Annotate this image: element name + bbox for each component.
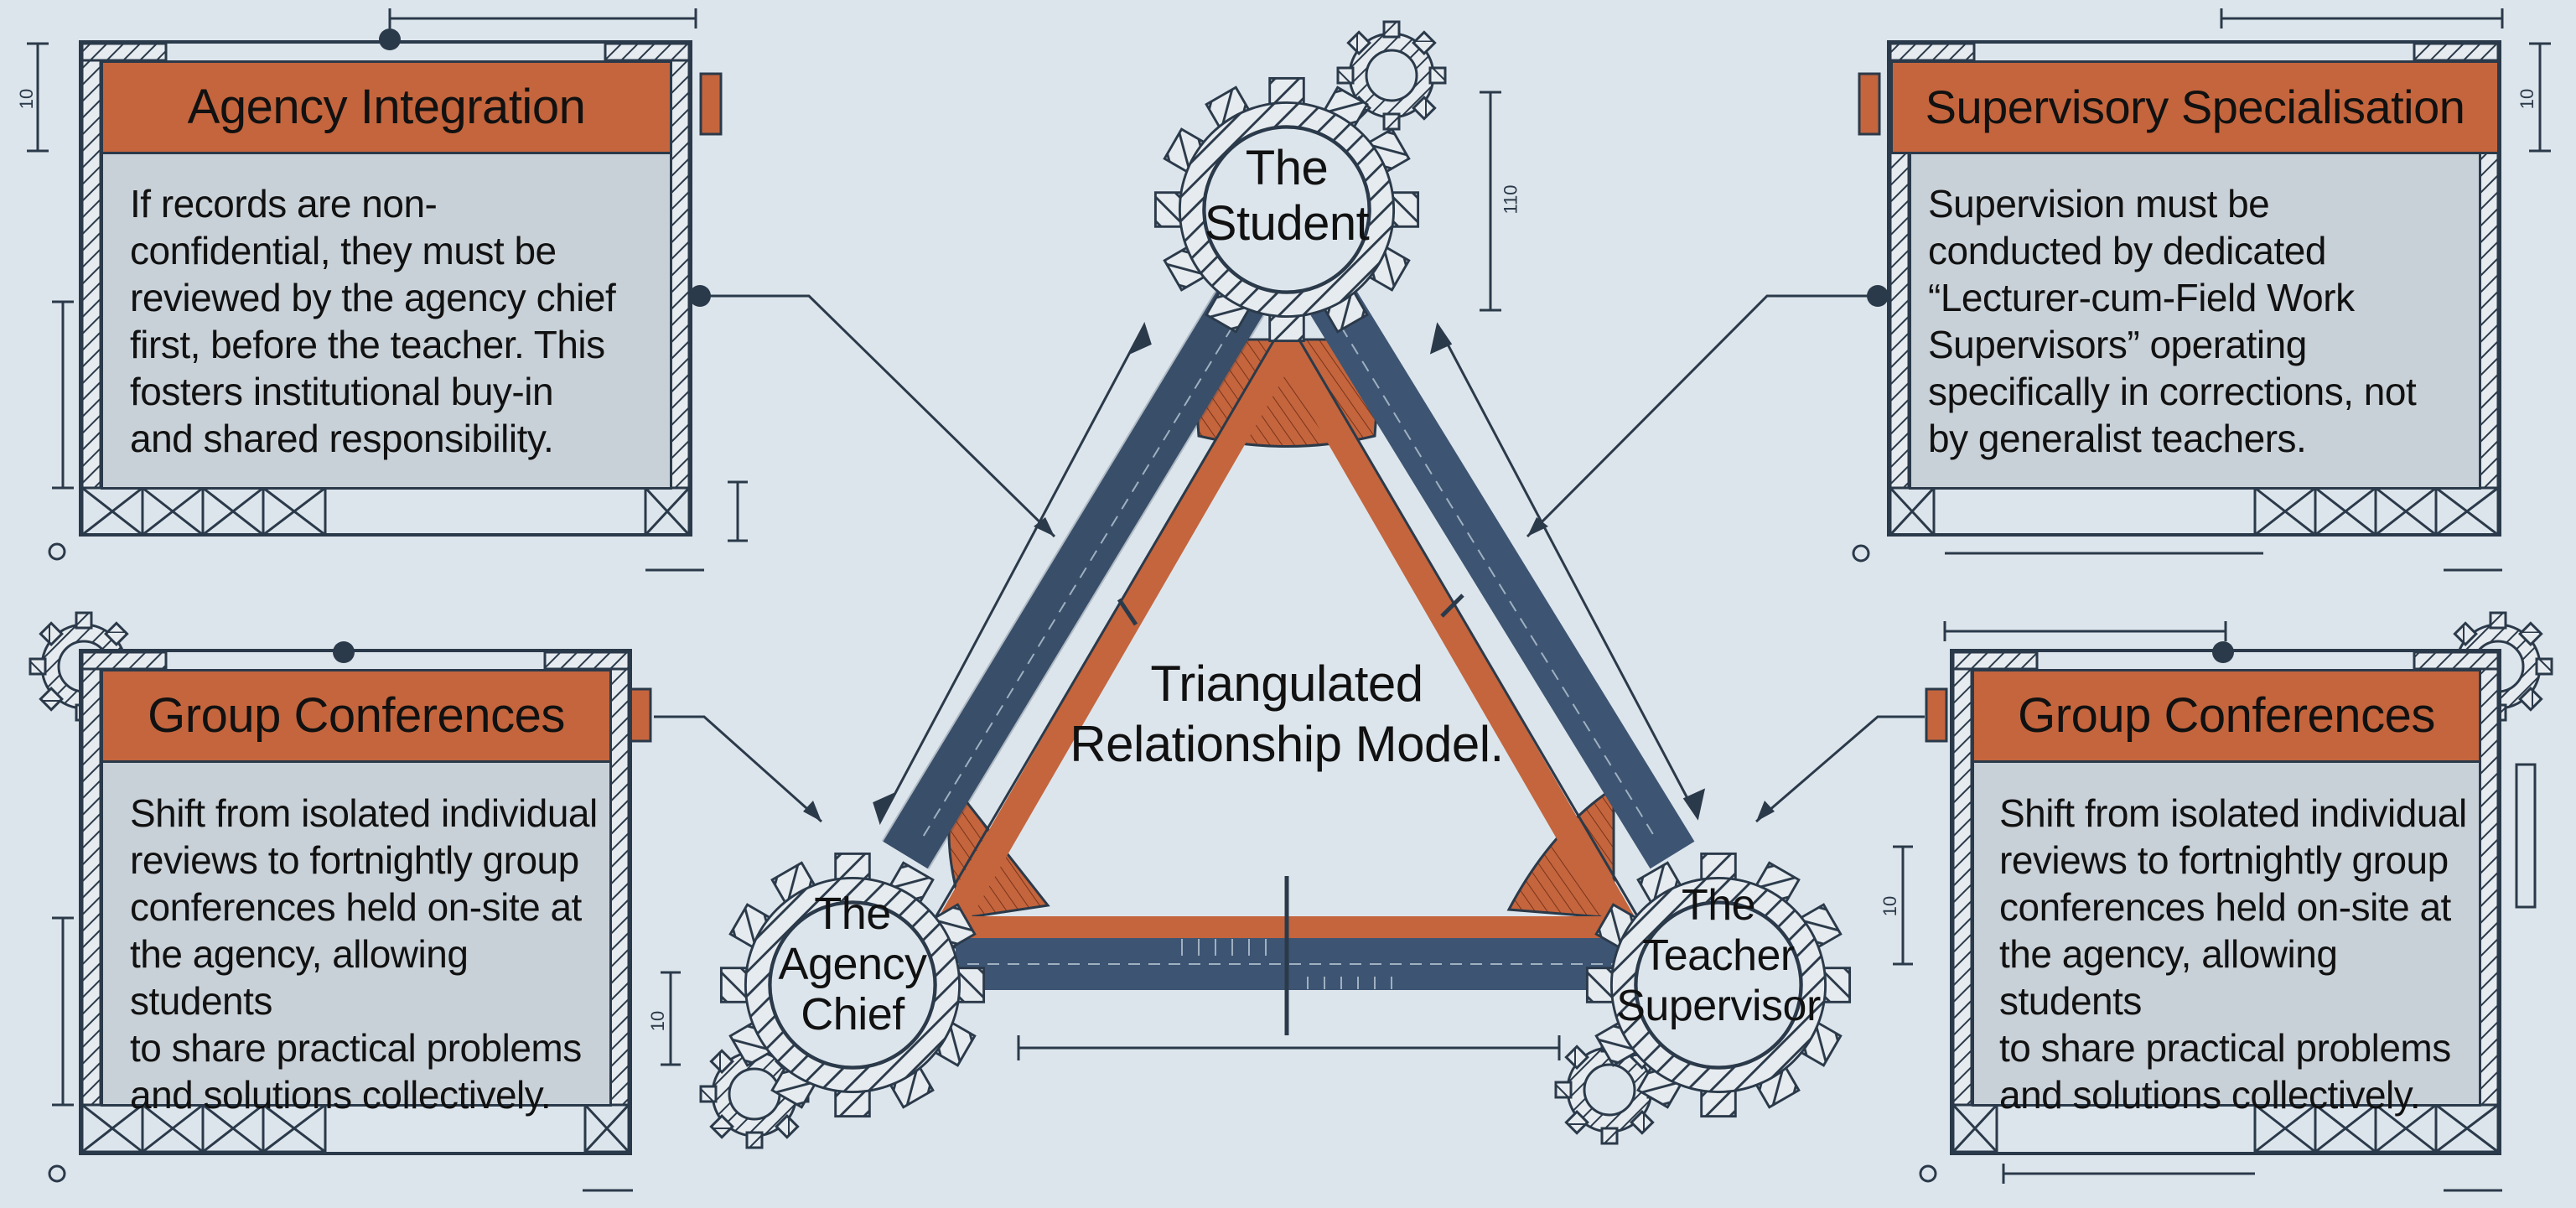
card-line: first, before the teacher. This <box>130 323 605 366</box>
card-group-conferences-right-title: Group Conferences <box>1972 669 2481 763</box>
card-group-conferences-right <box>1950 649 2501 1155</box>
node-teacher-supervisor-line-2: Teacher <box>1642 931 1795 980</box>
card-agency-integration-body: If records are non- confidential, they m… <box>130 180 666 462</box>
card-group-conferences-right-body: Shift from isolated individual reviews t… <box>1999 790 2485 1118</box>
card-line: the agency, allowing students <box>130 932 469 1023</box>
node-teacher-supervisor: The Teacher Supervisor <box>1609 880 1827 1031</box>
node-student: The Student <box>1178 141 1396 251</box>
card-line: reviews to fortnightly group <box>130 838 579 882</box>
node-agency-chief-line-2: Agency <box>778 939 927 989</box>
card-line: by generalist teachers. <box>1928 417 2307 460</box>
node-agency-chief-line-1: The <box>814 889 891 939</box>
card-supervisory-specialisation-body: Supervision must be conducted by dedicat… <box>1928 180 2473 462</box>
card-agency-integration <box>79 40 692 537</box>
card-line: confidential, they must be <box>130 229 557 272</box>
card-line: conferences held on-site at <box>1999 885 2451 929</box>
card-line: conferences held on-site at <box>130 885 582 929</box>
card-line: to share practical problems <box>130 1026 582 1070</box>
card-line: Shift from isolated individual <box>130 791 598 835</box>
node-agency-chief-line-3: Chief <box>801 989 904 1040</box>
card-line: and solutions collectively. <box>130 1073 552 1117</box>
center-title-line-2: Relationship Model. <box>1070 716 1504 772</box>
dimension-label-agency-card: 10 <box>16 88 38 110</box>
card-line: reviews to fortnightly group <box>1999 838 2449 882</box>
card-line: conducted by dedicated <box>1928 229 2326 272</box>
node-student-line-2: Student <box>1204 196 1370 251</box>
card-line: Supervision must be <box>1928 182 2270 226</box>
card-line: specifically in corrections, not <box>1928 370 2417 413</box>
card-line: to share practical problems <box>1999 1026 2451 1070</box>
node-student-line-1: The <box>1245 141 1329 195</box>
card-line: the agency, allowing students <box>1999 932 2338 1023</box>
card-line: and shared responsibility. <box>130 417 554 460</box>
card-group-conferences-left-body: Shift from isolated individual reviews t… <box>130 790 616 1118</box>
dimension-label-student: 110 <box>1500 184 1521 215</box>
card-line: and solutions collectively. <box>1999 1073 2421 1117</box>
card-group-conferences-left <box>79 649 632 1155</box>
dimension-label-agency-node: 10 <box>647 1010 669 1032</box>
node-teacher-supervisor-line-1: The <box>1681 881 1756 930</box>
dimension-label-specialisation-card: 10 <box>2516 88 2538 110</box>
card-line: fosters institutional buy-in <box>130 370 554 413</box>
card-line: “Lecturer-cum-Field Work <box>1928 276 2355 319</box>
card-line: Supervisors” operating <box>1928 323 2307 366</box>
node-agency-chief: The Agency Chief <box>752 889 953 1040</box>
center-title-line-1: Triangulated <box>1150 656 1423 712</box>
card-supervisory-specialisation <box>1887 40 2501 537</box>
card-supervisory-specialisation-title: Supervisory Specialisation <box>1890 60 2500 154</box>
node-teacher-supervisor-line-3: Supervisor <box>1616 982 1821 1030</box>
dimension-label-teacher-node: 10 <box>1879 895 1901 917</box>
center-title: Triangulated Relationship Model. <box>1027 654 1547 775</box>
card-line: If records are non- <box>130 182 438 226</box>
card-group-conferences-left-title: Group Conferences <box>101 669 612 763</box>
card-agency-integration-title: Agency Integration <box>101 60 672 154</box>
card-line: reviewed by the agency chief <box>130 276 616 319</box>
card-line: Shift from isolated individual <box>1999 791 2467 835</box>
